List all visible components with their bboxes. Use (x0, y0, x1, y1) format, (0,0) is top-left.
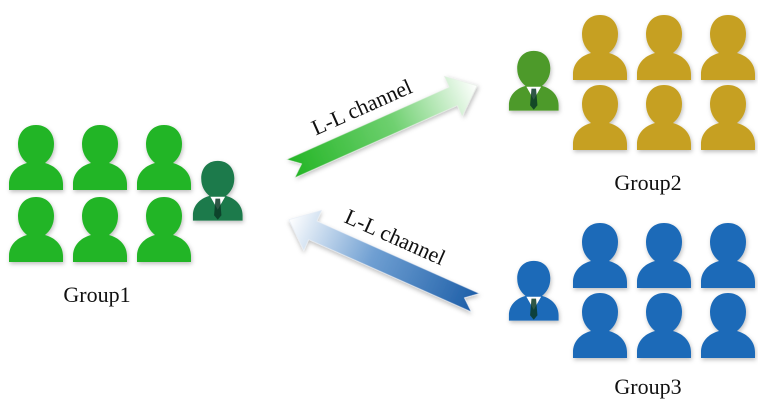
person-icon (9, 197, 63, 262)
person-icon (73, 125, 127, 190)
person-icon (573, 293, 627, 358)
person-icon (573, 223, 627, 288)
person-icon (637, 85, 691, 150)
channel-arrow-3-to-1: L-L channel (288, 204, 481, 313)
person-icon (137, 197, 191, 262)
person-icon (573, 15, 627, 80)
necktie-icon (530, 88, 538, 110)
person-icon (637, 15, 691, 80)
person-icon (637, 293, 691, 358)
person-icon (573, 85, 627, 150)
person-icon (701, 15, 755, 80)
person-icon (701, 85, 755, 150)
necktie-icon (530, 298, 538, 320)
person-icon (73, 197, 127, 262)
group1-label: Group1 (63, 282, 130, 307)
group3-leader-icon (508, 260, 559, 321)
person-icon (9, 125, 63, 190)
channel-arrow-1-to-2: L-L channel (285, 74, 478, 179)
group3-cluster (573, 223, 755, 358)
person-icon (637, 223, 691, 288)
person-icon (701, 293, 755, 358)
group1-leader-icon (192, 160, 243, 221)
group2-leader-icon (508, 50, 559, 111)
group3-label: Group3 (614, 374, 681, 399)
person-icon (701, 223, 755, 288)
group2-cluster (573, 15, 755, 150)
arrow-left-icon (288, 209, 481, 313)
group1-cluster (9, 125, 191, 262)
arrow-right-icon (285, 75, 478, 179)
necktie-icon (214, 198, 222, 220)
person-icon (137, 125, 191, 190)
group2-label: Group2 (614, 170, 681, 195)
